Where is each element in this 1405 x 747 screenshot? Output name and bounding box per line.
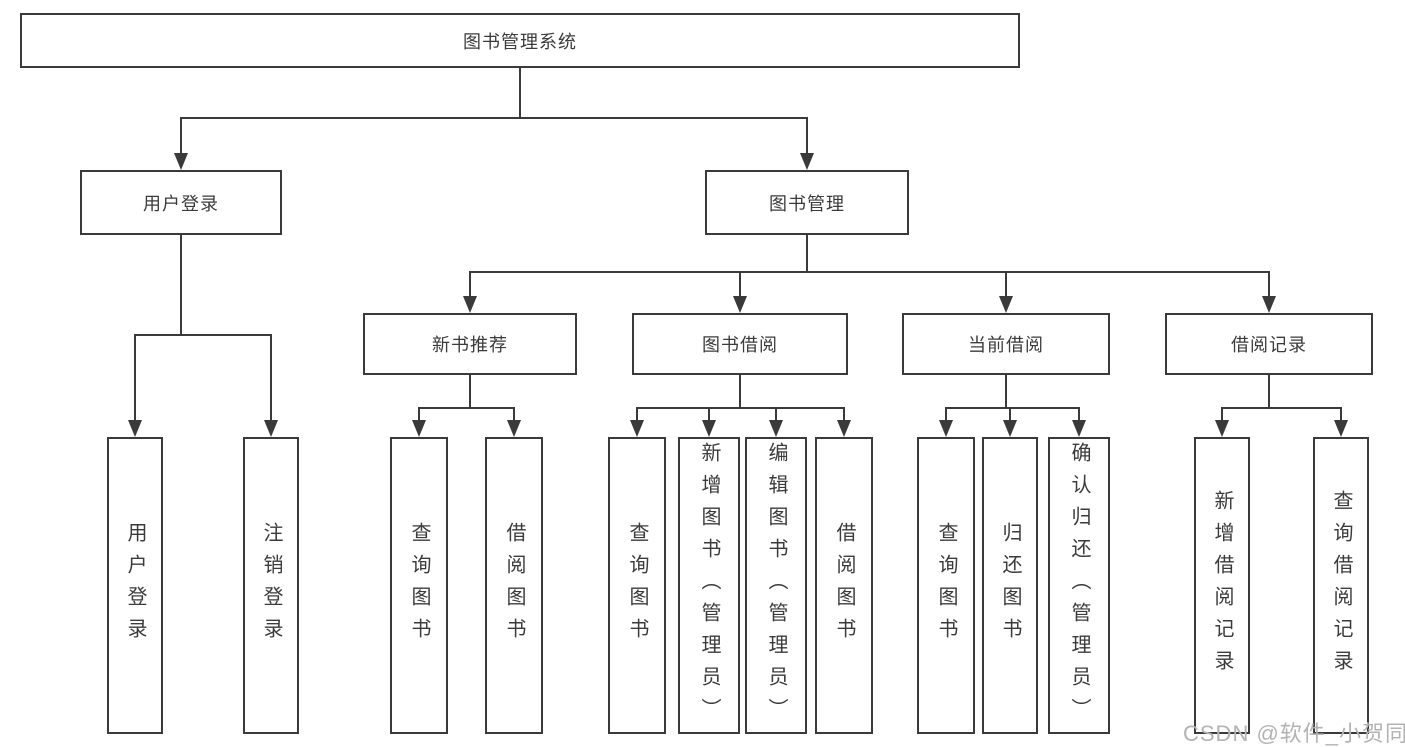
arrow-down: [769, 420, 783, 437]
connector-line: [1340, 407, 1342, 421]
leaf-add-borrow-record: 新增借阅记录: [1194, 437, 1250, 734]
leaf-query-books-recommend: 查询图书: [390, 437, 448, 734]
leaf-borrow-books: 借阅图书: [815, 437, 873, 734]
connector-line: [513, 407, 515, 421]
leaf-label: 新增图书（管理员）: [698, 441, 720, 730]
leaf-query-books-current: 查询图书: [917, 437, 975, 734]
connector-line: [180, 117, 808, 119]
connector-line: [418, 407, 515, 409]
node-label: 当前借阅: [968, 335, 1044, 355]
leaf-label: 查询图书: [935, 521, 957, 650]
arrow-down: [800, 153, 814, 170]
leaf-label: 归还图书: [999, 521, 1021, 650]
connector-line: [1221, 407, 1342, 409]
connector-line: [636, 407, 845, 409]
arrow-down: [1215, 420, 1229, 437]
leaf-logout: 注销登录: [243, 437, 299, 734]
arrow-down: [1072, 420, 1086, 437]
connector-line: [1268, 271, 1270, 297]
arrow-down: [412, 420, 426, 437]
leaf-confirm-return-admin: 确认归还（管理员）: [1048, 437, 1110, 734]
connector-line: [469, 271, 1270, 273]
leaf-edit-books-admin: 编辑图书（管理员）: [745, 437, 807, 734]
connector-line: [708, 407, 710, 421]
leaf-label: 用户登录: [124, 521, 146, 650]
connector-line: [1005, 375, 1007, 409]
connector-line: [636, 407, 638, 421]
connector-line: [134, 334, 136, 421]
node-label: 新书推荐: [432, 335, 508, 355]
leaf-label: 确认归还（管理员）: [1068, 441, 1090, 730]
node-label: 用户登录: [143, 193, 219, 214]
leaf-return-books: 归还图书: [982, 437, 1038, 734]
node-label: 图书借阅: [702, 335, 778, 355]
connector-line: [806, 235, 808, 273]
connector-line: [519, 68, 521, 118]
leaf-borrow-books-recommend: 借阅图书: [485, 437, 543, 734]
connector-line: [775, 407, 777, 421]
node-book-borrowing: 图书借阅: [632, 313, 848, 375]
arrow-down: [507, 420, 521, 437]
leaf-label: 新增借阅记录: [1211, 489, 1233, 682]
connector-line: [180, 117, 182, 154]
leaf-label: 查询图书: [626, 521, 648, 650]
arrow-down: [128, 420, 142, 437]
node-current-borrowing: 当前借阅: [902, 313, 1110, 375]
leaf-add-books-admin: 新增图书（管理员）: [678, 437, 740, 734]
connector-line: [739, 271, 741, 297]
connector-line: [945, 407, 947, 421]
connector-line: [806, 117, 808, 154]
leaf-query-books-borrow: 查询图书: [608, 437, 666, 734]
leaf-label: 查询借阅记录: [1330, 489, 1352, 682]
node-library-management-system: 图书管理系统: [20, 13, 1020, 68]
csdn-watermark: CSDN @软件_小贺同学: [1183, 721, 1405, 746]
connector-line: [1005, 271, 1007, 297]
arrow-down: [702, 420, 716, 437]
connector-line: [1078, 407, 1080, 421]
arrow-down: [733, 296, 747, 313]
connector-line: [945, 407, 1080, 409]
connector-line: [469, 375, 471, 409]
arrow-down: [174, 153, 188, 170]
connector-line: [843, 407, 845, 421]
leaf-user-login: 用户登录: [107, 437, 163, 734]
connector-line: [1009, 407, 1011, 421]
node-user-login: 用户登录: [80, 170, 282, 235]
connector-line: [180, 235, 182, 335]
leaf-label: 编辑图书（管理员）: [765, 441, 787, 730]
arrow-down: [463, 296, 477, 313]
leaf-label: 借阅图书: [503, 521, 525, 650]
arrow-down: [1003, 420, 1017, 437]
node-label: 图书管理: [769, 193, 845, 214]
connector-line: [134, 334, 272, 336]
connector-line: [270, 334, 272, 421]
arrow-down: [264, 420, 278, 437]
connector-line: [739, 375, 741, 409]
leaf-label: 借阅图书: [833, 521, 855, 650]
node-new-book-recommendation: 新书推荐: [363, 313, 577, 375]
arrow-down: [1334, 420, 1348, 437]
arrow-down: [939, 420, 953, 437]
connector-line: [1268, 375, 1270, 409]
leaf-label: 查询图书: [408, 521, 430, 650]
arrow-down: [837, 420, 851, 437]
connector-line: [418, 407, 420, 421]
connector-line: [1221, 407, 1223, 421]
leaf-label: 注销登录: [260, 521, 282, 650]
arrow-down: [1262, 296, 1276, 313]
arrow-down: [999, 296, 1013, 313]
node-book-management: 图书管理: [705, 170, 909, 235]
connector-line: [469, 271, 471, 297]
arrow-down: [630, 420, 644, 437]
leaf-query-borrow-record: 查询借阅记录: [1313, 437, 1369, 734]
node-label: 借阅记录: [1231, 335, 1307, 355]
node-borrowing-records: 借阅记录: [1165, 313, 1373, 375]
node-label: 图书管理系统: [463, 31, 577, 52]
